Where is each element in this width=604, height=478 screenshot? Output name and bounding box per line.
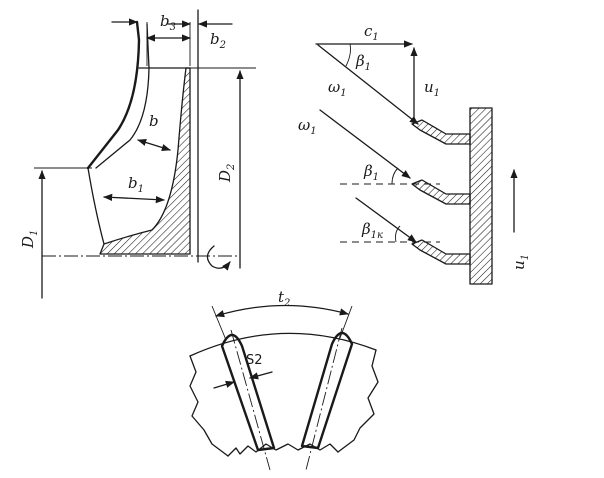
dim-t2-arrow [215,304,349,318]
angle-beta1-top-arc [345,43,351,67]
inlet-edge [87,167,105,245]
vector-w1-low [355,197,417,243]
label-u1-right: u1 [510,254,531,270]
left-break-line [189,355,229,457]
label-w1-top: ω1 [328,78,347,99]
dim-b1-arrow [103,193,165,204]
velocity-triangle-cascade: c1 β1 u1 ω1 ω1 β1 β1к u1 [298,22,531,285]
dim-b-arrow [137,138,171,152]
blade-outlet-section: t2 S2 [189,288,379,471]
cascade-disk [469,107,493,285]
angle-beta1k-arc [395,225,401,243]
right-break-line [337,349,379,453]
label-b2: b2 [210,30,226,51]
label-d1: D1 [19,230,40,249]
vane-left-outline [220,333,276,452]
impeller-section: b b1 b3 b2 D2 D1 [19,9,256,299]
label-beta1k: β1к [361,220,383,241]
label-c1: c1 [364,22,379,43]
vane-left-centerline [230,329,271,471]
label-b3: b3 [160,12,176,33]
dim-s2-arrow-right [249,371,273,380]
vector-w1-mid [319,109,411,179]
vane-right-outline [300,331,354,450]
label-beta1-top: β1 [355,52,371,73]
dim-t2-ext-right [339,305,353,339]
label-w1-mid: ω1 [298,116,317,137]
label-beta1-mid: β1 [363,162,379,183]
cascade-blade-3 [411,239,471,265]
dim-s2-arrow-left [213,380,235,389]
cascade-blade-1 [411,119,471,145]
shroud-outer-line [86,20,141,170]
label-d2: D2 [216,164,237,183]
label-b: b [149,112,159,130]
vector-w1-top [317,44,419,125]
vane-right-centerline [305,327,343,471]
hub-disk [99,67,191,255]
label-u1-top: u1 [424,78,440,99]
outer-rim-arc [189,332,377,357]
cascade-blade-2 [411,179,471,205]
inner-break-line [227,443,339,457]
rotation-arrow-icon [206,245,231,271]
label-s2: S2 [246,353,263,368]
label-b1: b1 [128,174,144,195]
dim-t2-ext-left [211,305,227,341]
shroud-inner-line [95,23,150,169]
label-t2: t2 [278,288,290,309]
angle-beta1-mid-arc [391,167,399,185]
